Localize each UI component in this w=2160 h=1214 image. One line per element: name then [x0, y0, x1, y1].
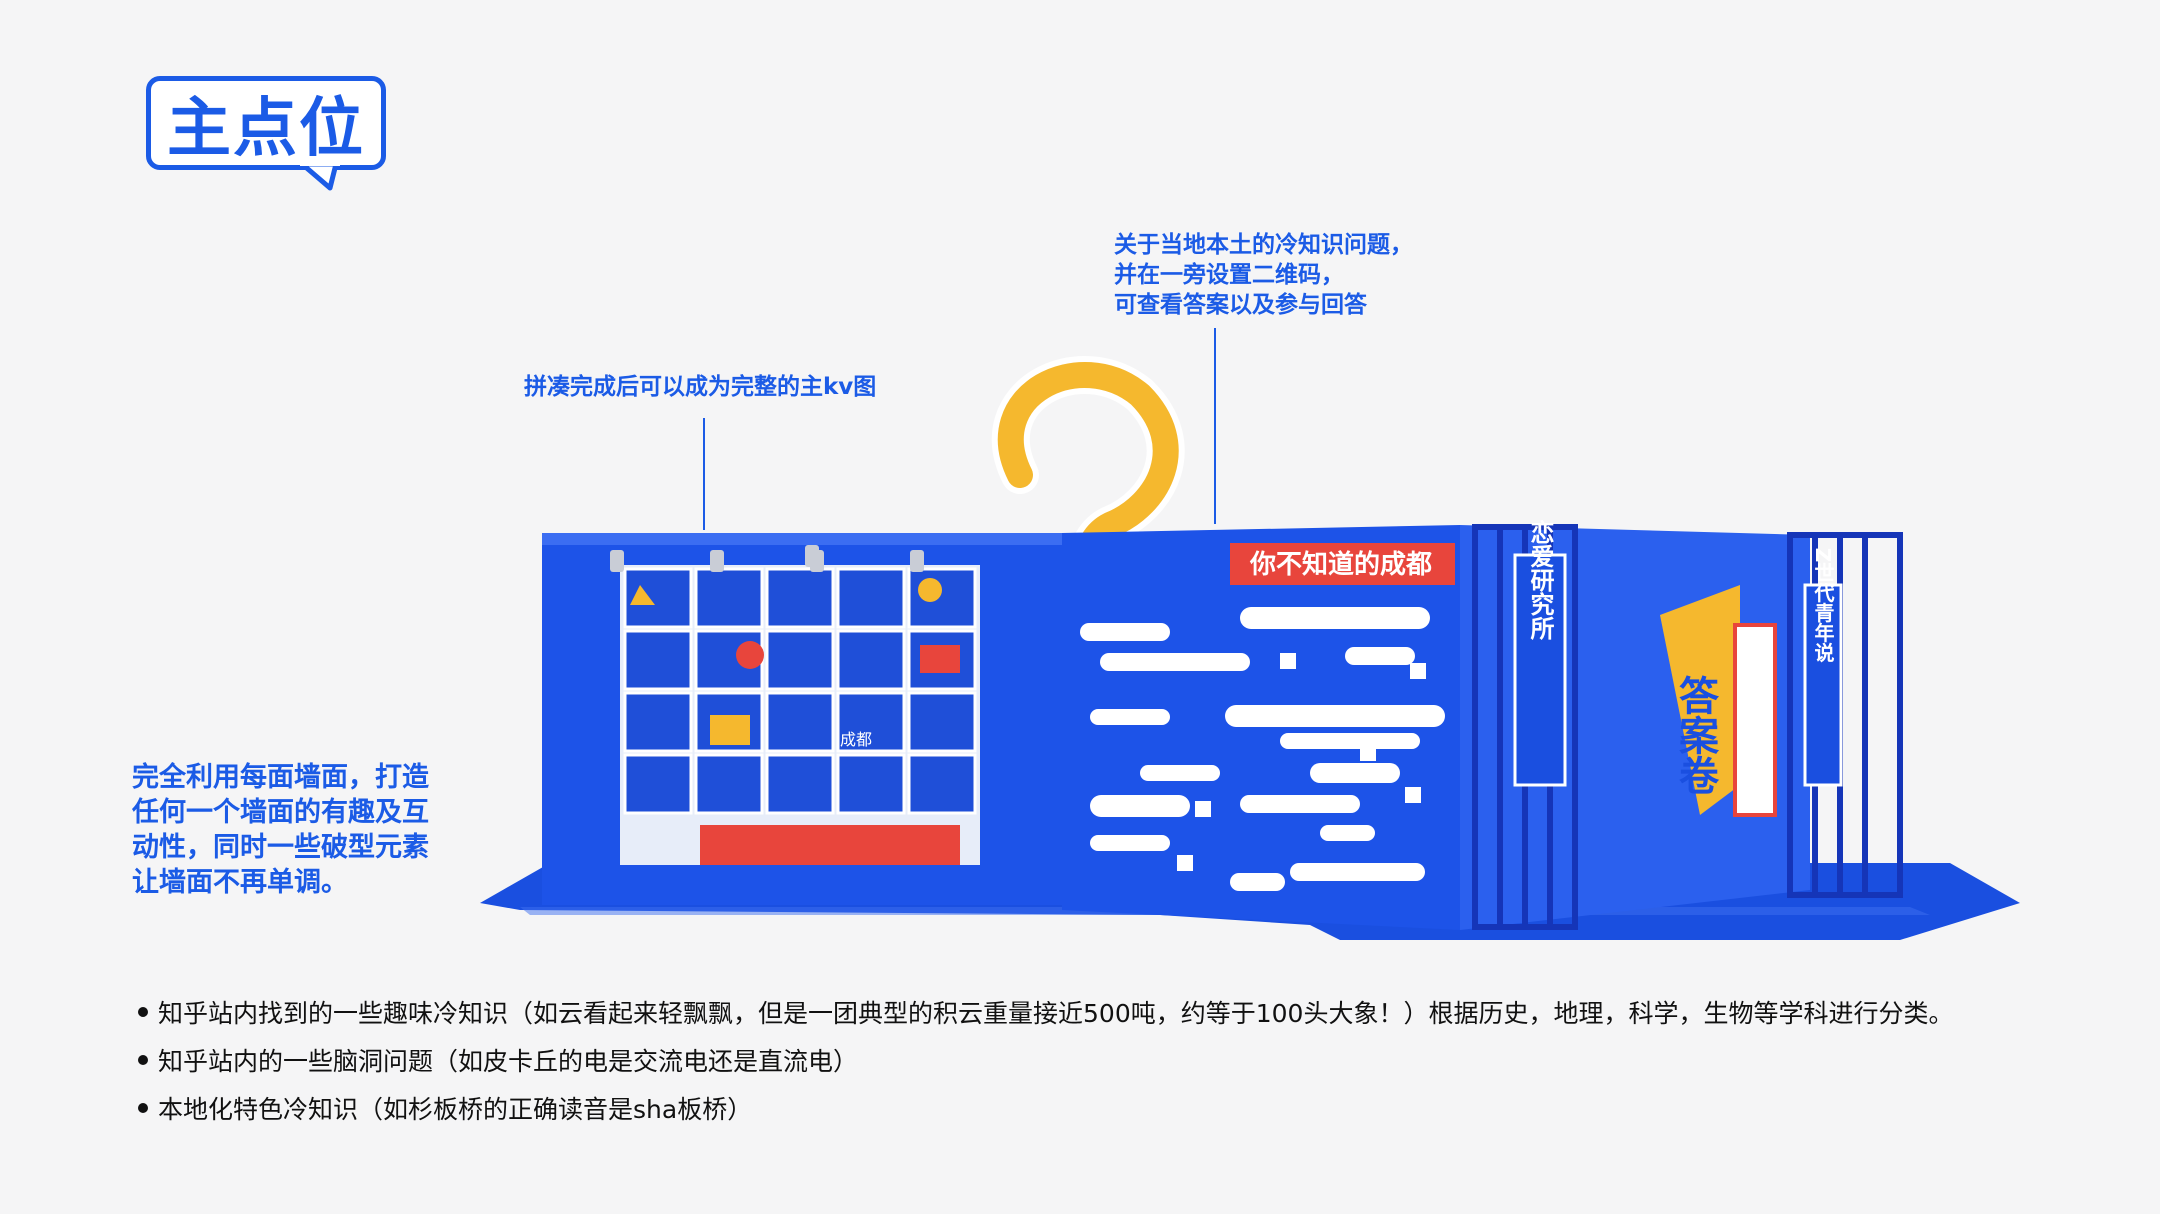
answer-sign: 答案卷 — [1672, 675, 1719, 795]
bullet-dot-icon — [138, 1103, 148, 1113]
bullet-dot-icon — [138, 1055, 148, 1065]
qr-leader-line — [1214, 328, 1216, 524]
bullet-list: 知乎站内找到的一些趣味冷知识（如云看起来轻飘飘，但是一团典型的积云重量接近500… — [138, 990, 2118, 1134]
bullet-dot-icon — [138, 1007, 148, 1017]
qr-annotation-line: 可查看答案以及参与回答 — [1114, 292, 1367, 318]
qr-annotation-line: 并在一旁设置二维码， — [1114, 262, 1344, 288]
bullet-item: 本地化特色冷知识（如杉板桥的正确读音是sha板桥） — [138, 1086, 2118, 1134]
bullet-text: 知乎站内的一些脑洞问题（如皮卡丘的电是交流电还是直流电） — [158, 1047, 859, 1076]
side-sign-2-panel — [1803, 583, 1843, 787]
wall-annotation: 完全利用每面墙面，打造 任何一个墙面的有趣及互 动性，同时一些破型元素 让墙面不… — [132, 760, 429, 900]
wall-annotation-line: 任何一个墙面的有趣及互 — [132, 797, 429, 828]
city-label: 成都 — [840, 730, 872, 749]
kv-puzzle-grid: 成都 — [620, 565, 980, 865]
bullet-text: 本地化特色冷知识（如杉板桥的正确读音是sha板桥） — [158, 1095, 753, 1124]
page-title: 主点位 — [167, 92, 365, 166]
bullet-text: 知乎站内找到的一些趣味冷知识（如云看起来轻飘飘，但是一团典型的积云重量接近500… — [158, 999, 1954, 1028]
wall-annotation-line: 完全利用每面墙面，打造 — [132, 762, 429, 793]
banner-background — [1230, 543, 1455, 585]
banner-text: 你不知道的成都 — [1249, 549, 1432, 580]
bullet-item: 知乎站内找到的一些趣味冷知识（如云看起来轻飘飘，但是一团典型的积云重量接近500… — [138, 990, 2118, 1038]
kv-leader-line — [703, 418, 705, 530]
booth-render: 成都 你不知道的成都 恋爱研究所 答案卷 — [480, 356, 2020, 940]
qr-annotation: 关于当地本土的冷知识问题， 并在一旁设置二维码， 可查看答案以及参与回答 — [1114, 230, 1413, 320]
side-sign-1-panel — [1513, 553, 1567, 787]
wall-annotation-line: 让墙面不再单调。 — [132, 867, 348, 898]
wall-annotation-line: 动性，同时一些破型元素 — [132, 832, 429, 863]
answer-sign-panel — [1660, 585, 1740, 815]
page-title-bubble: 主点位 — [146, 76, 386, 170]
kv-annotation: 拼凑完成后可以成为完整的主kv图 — [524, 374, 877, 400]
qr-annotation-line: 关于当地本土的冷知识问题， — [1114, 232, 1413, 258]
speech-bubble-tail-icon — [300, 164, 340, 191]
side-sign-1: 恋爱研究所 — [1526, 519, 1554, 641]
bullet-item: 知乎站内的一些脑洞问题（如皮卡丘的电是交流电还是直流电） — [138, 1038, 2118, 1086]
side-sign-2: Z世代青年说 — [1811, 548, 1835, 663]
